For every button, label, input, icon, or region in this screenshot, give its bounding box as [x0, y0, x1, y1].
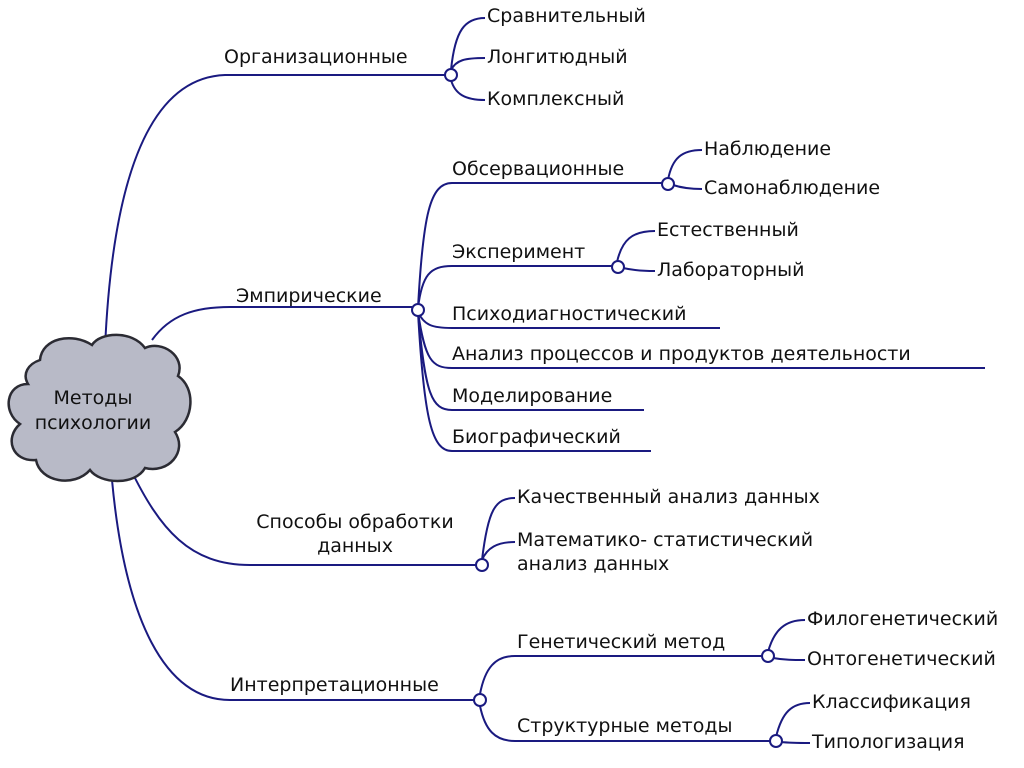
edge-emp-biographical [417, 311, 651, 452]
node-biographical[interactable]: Биографический [452, 426, 621, 448]
center-label: Методы психологии [14, 386, 172, 436]
junction-processing[interactable] [475, 558, 489, 572]
edge-org-comparative [450, 17, 486, 71]
center-cloud-node [7, 333, 192, 483]
node-ontogenetic[interactable]: Онтогенетический [807, 648, 996, 670]
node-experiment[interactable]: Эксперимент [452, 241, 586, 263]
node-phylogenetic[interactable]: Филогенетический [807, 608, 999, 630]
edge-emp-analysis [417, 311, 985, 369]
edge-org-longitudinal [450, 57, 486, 71]
node-processing[interactable]: Способы обработки данных [256, 511, 454, 557]
node-comparative[interactable]: Сравнительный [487, 5, 646, 27]
junction-experiment[interactable] [611, 260, 625, 274]
edge-proc-qualitative [481, 497, 516, 561]
edge-int-genetic [479, 655, 762, 695]
edge-gen-onto [772, 657, 806, 661]
node-structural[interactable]: Структурные методы [517, 715, 733, 737]
node-observation[interactable]: Наблюдение [704, 138, 832, 160]
edge-obs-observation [667, 149, 703, 181]
node-organizational[interactable]: Организационные [224, 46, 408, 68]
edge-exp-natural [616, 230, 656, 263]
edge-center-organizational [104, 74, 445, 349]
node-laboratory[interactable]: Лабораторный [657, 259, 805, 281]
node-typologization[interactable]: Типологизация [812, 731, 965, 753]
node-empirical[interactable]: Эмпирические [236, 285, 382, 307]
node-mathematical[interactable]: Математико- статистический анализ данных [517, 529, 814, 575]
junction-structural[interactable] [769, 734, 783, 748]
edge-center-processing [129, 467, 476, 566]
edge-center-empirical [151, 306, 412, 341]
node-longitudinal[interactable]: Лонгитюдный [487, 46, 628, 68]
junction-genetic[interactable] [761, 649, 775, 663]
junction-circles [411, 68, 783, 748]
connector-lines [104, 17, 985, 744]
junction-interpretational[interactable] [473, 693, 487, 707]
node-qualitative[interactable]: Качественный анализ данных [517, 486, 820, 508]
junction-empirical[interactable] [411, 303, 425, 317]
edge-center-interpretational [111, 479, 474, 701]
node-observational[interactable]: Обсервационные [452, 158, 625, 180]
edge-str-typologization [780, 741, 811, 744]
node-interpretational[interactable]: Интерпретационные [230, 674, 439, 696]
node-modeling[interactable]: Моделирование [452, 385, 613, 407]
junction-organizational[interactable] [444, 68, 458, 82]
node-complex[interactable]: Комплексный [487, 88, 625, 110]
node-natural[interactable]: Естественный [657, 219, 799, 241]
edge-int-structural [479, 705, 770, 742]
center-label-line2: психологии [34, 412, 152, 434]
edge-org-complex [450, 79, 486, 101]
edge-emp-observational [417, 182, 662, 309]
edge-exp-laboratory [622, 267, 656, 272]
edge-obs-selfobservation [672, 184, 703, 190]
node-selfobservation[interactable]: Самонаблюдение [704, 177, 881, 199]
edge-proc-mathematical [481, 541, 516, 561]
edge-str-classification [775, 702, 811, 738]
node-psychodiagnostic[interactable]: Психодиагностический [452, 303, 687, 325]
junction-observational[interactable] [661, 177, 675, 191]
edge-gen-phylo [767, 619, 806, 653]
center-label-line1: Методы [53, 387, 133, 409]
node-activity-analysis[interactable]: Анализ процессов и продуктов деятельност… [452, 343, 911, 365]
edge-emp-experiment [417, 265, 612, 309]
node-genetic[interactable]: Генетический метод [517, 631, 726, 653]
node-classification[interactable]: Классификация [812, 691, 971, 713]
